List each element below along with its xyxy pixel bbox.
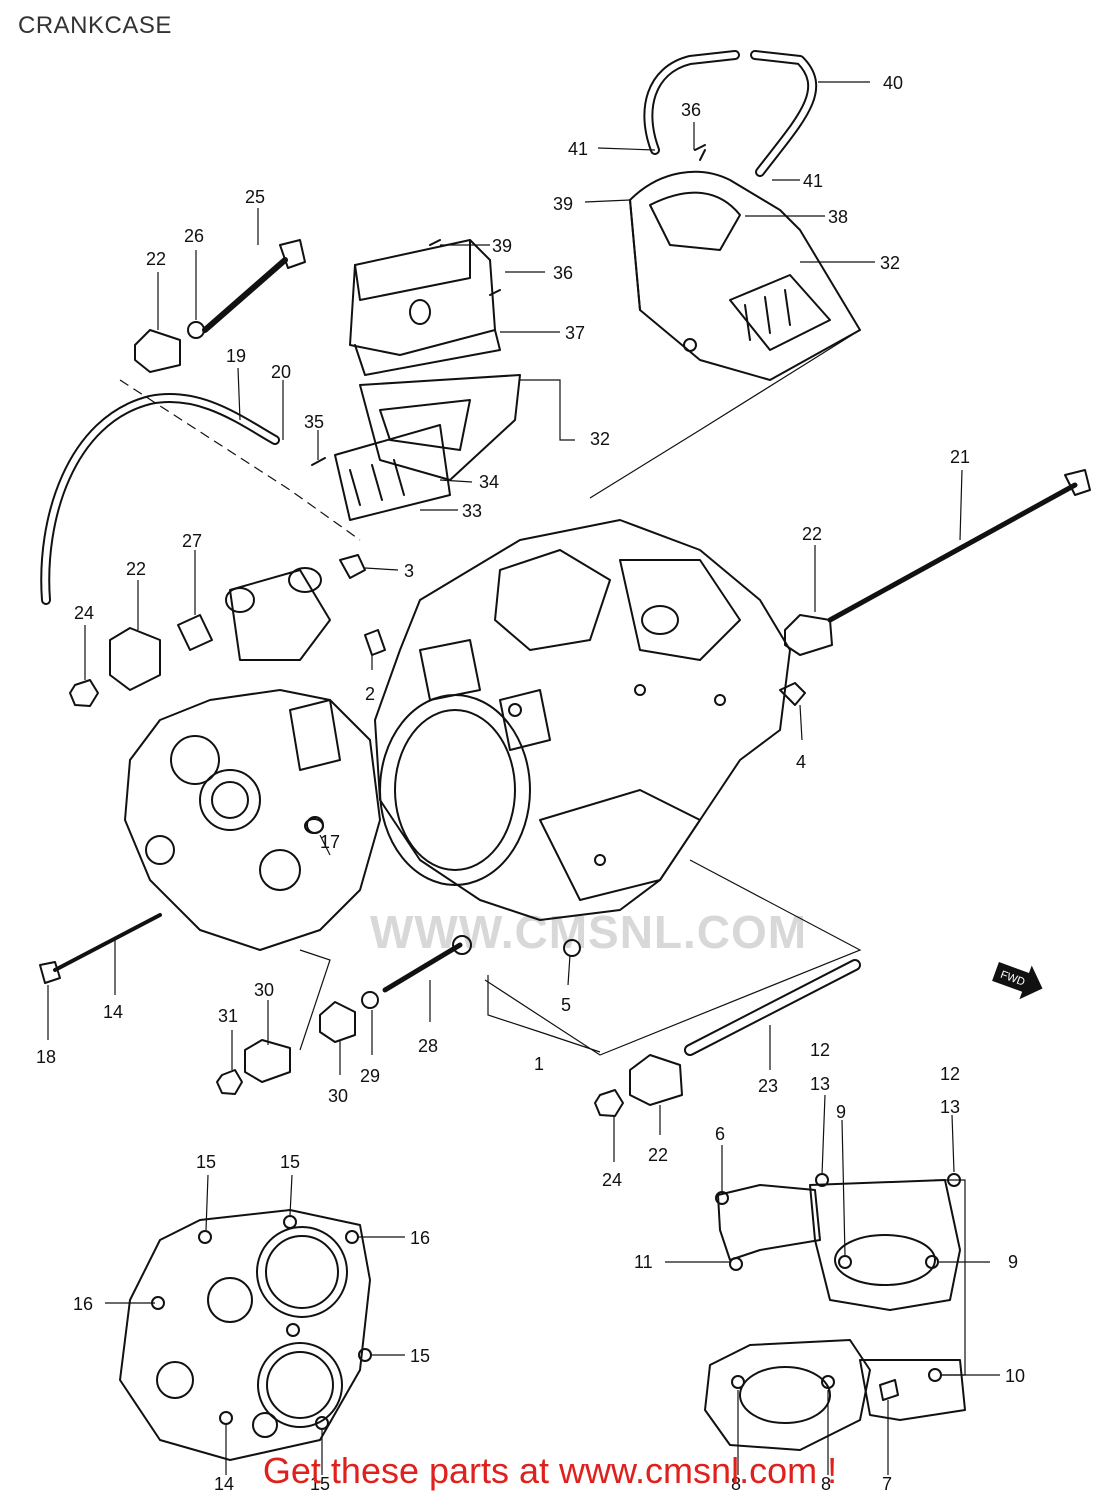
callout-26: 26 xyxy=(184,226,204,246)
callout-10: 10 xyxy=(1005,1366,1025,1386)
hose-19 xyxy=(40,393,280,605)
callout-20: 20 xyxy=(271,362,291,382)
gasket-right-lower xyxy=(704,1339,966,1451)
gasket-left xyxy=(119,1209,372,1461)
callout-18: 18 xyxy=(36,1047,56,1067)
callout-7: 7 xyxy=(882,1474,892,1494)
callout-39: 39 xyxy=(492,236,512,256)
footer-link[interactable]: Get these parts at www.cmsnl.com ! xyxy=(262,1450,838,1491)
bolts-and-studs xyxy=(39,239,1091,1117)
callout-14: 14 xyxy=(214,1474,234,1494)
callout-19: 19 xyxy=(226,346,246,366)
reed-valve-assembly-front xyxy=(334,239,521,521)
callout-25: 25 xyxy=(245,187,265,207)
callout-22: 22 xyxy=(802,524,822,544)
callout-36: 36 xyxy=(553,263,573,283)
callout-40: 40 xyxy=(883,73,903,93)
crankcase-left xyxy=(124,567,381,951)
callout-24: 24 xyxy=(602,1170,622,1190)
callout-30: 30 xyxy=(328,1086,348,1106)
callout-9: 9 xyxy=(836,1102,846,1122)
callout-37: 37 xyxy=(565,323,585,343)
callout-17: 17 xyxy=(320,832,340,852)
callout-32: 32 xyxy=(880,253,900,273)
callout-15: 15 xyxy=(280,1152,300,1172)
callout-39: 39 xyxy=(553,194,573,214)
callout-12: 12 xyxy=(940,1064,960,1084)
crankcase-main xyxy=(374,519,791,921)
reed-valve-assembly-rear xyxy=(629,50,861,381)
callout-21: 21 xyxy=(950,447,970,467)
callout-8: 8 xyxy=(821,1474,831,1494)
callout-9: 9 xyxy=(1008,1252,1018,1272)
callout-14: 14 xyxy=(103,1002,123,1022)
callout-15: 15 xyxy=(196,1152,216,1172)
gasket-right-upper xyxy=(715,1173,961,1311)
callout-41: 41 xyxy=(803,171,823,191)
page-title: CRANKCASE xyxy=(18,12,172,39)
callout-4: 4 xyxy=(796,752,806,772)
callout-6: 6 xyxy=(715,1124,725,1144)
callout-12: 12 xyxy=(810,1040,830,1060)
callout-22: 22 xyxy=(126,559,146,579)
callout-22: 22 xyxy=(146,249,166,269)
callout-23: 23 xyxy=(758,1076,778,1096)
callout-29: 29 xyxy=(360,1066,380,1086)
forward-arrow-icon: FWD xyxy=(992,962,1043,1000)
callout-11: 11 xyxy=(634,1252,653,1272)
callout-33: 33 xyxy=(462,501,482,521)
callout-15: 15 xyxy=(410,1346,430,1366)
callout-35: 35 xyxy=(304,412,324,432)
callout-5: 5 xyxy=(561,995,571,1015)
callout-8: 8 xyxy=(731,1474,741,1494)
callout-16: 16 xyxy=(73,1294,93,1314)
callout-13: 13 xyxy=(940,1097,960,1117)
callout-27: 27 xyxy=(182,531,202,551)
callout-22: 22 xyxy=(648,1145,668,1165)
callout-13: 13 xyxy=(810,1074,830,1094)
callout-3: 3 xyxy=(404,561,414,581)
callout-16: 16 xyxy=(410,1228,430,1248)
callout-1: 1 xyxy=(534,1054,544,1074)
callout-28: 28 xyxy=(418,1036,438,1056)
callout-24: 24 xyxy=(74,603,94,623)
callout-38: 38 xyxy=(828,207,848,227)
leader-lines xyxy=(47,81,1000,1475)
callout-41: 41 xyxy=(568,139,588,159)
callout-32: 32 xyxy=(590,429,610,449)
callout-30: 30 xyxy=(254,980,274,1000)
callout-36: 36 xyxy=(681,100,701,120)
callout-34: 34 xyxy=(479,472,499,492)
callout-31: 31 xyxy=(218,1006,238,1026)
callout-labels: 40 36 41 41 39 38 32 25 26 22 39 36 37 1… xyxy=(36,73,1025,1494)
callout-15: 15 xyxy=(310,1474,330,1494)
callout-2: 2 xyxy=(365,684,375,704)
